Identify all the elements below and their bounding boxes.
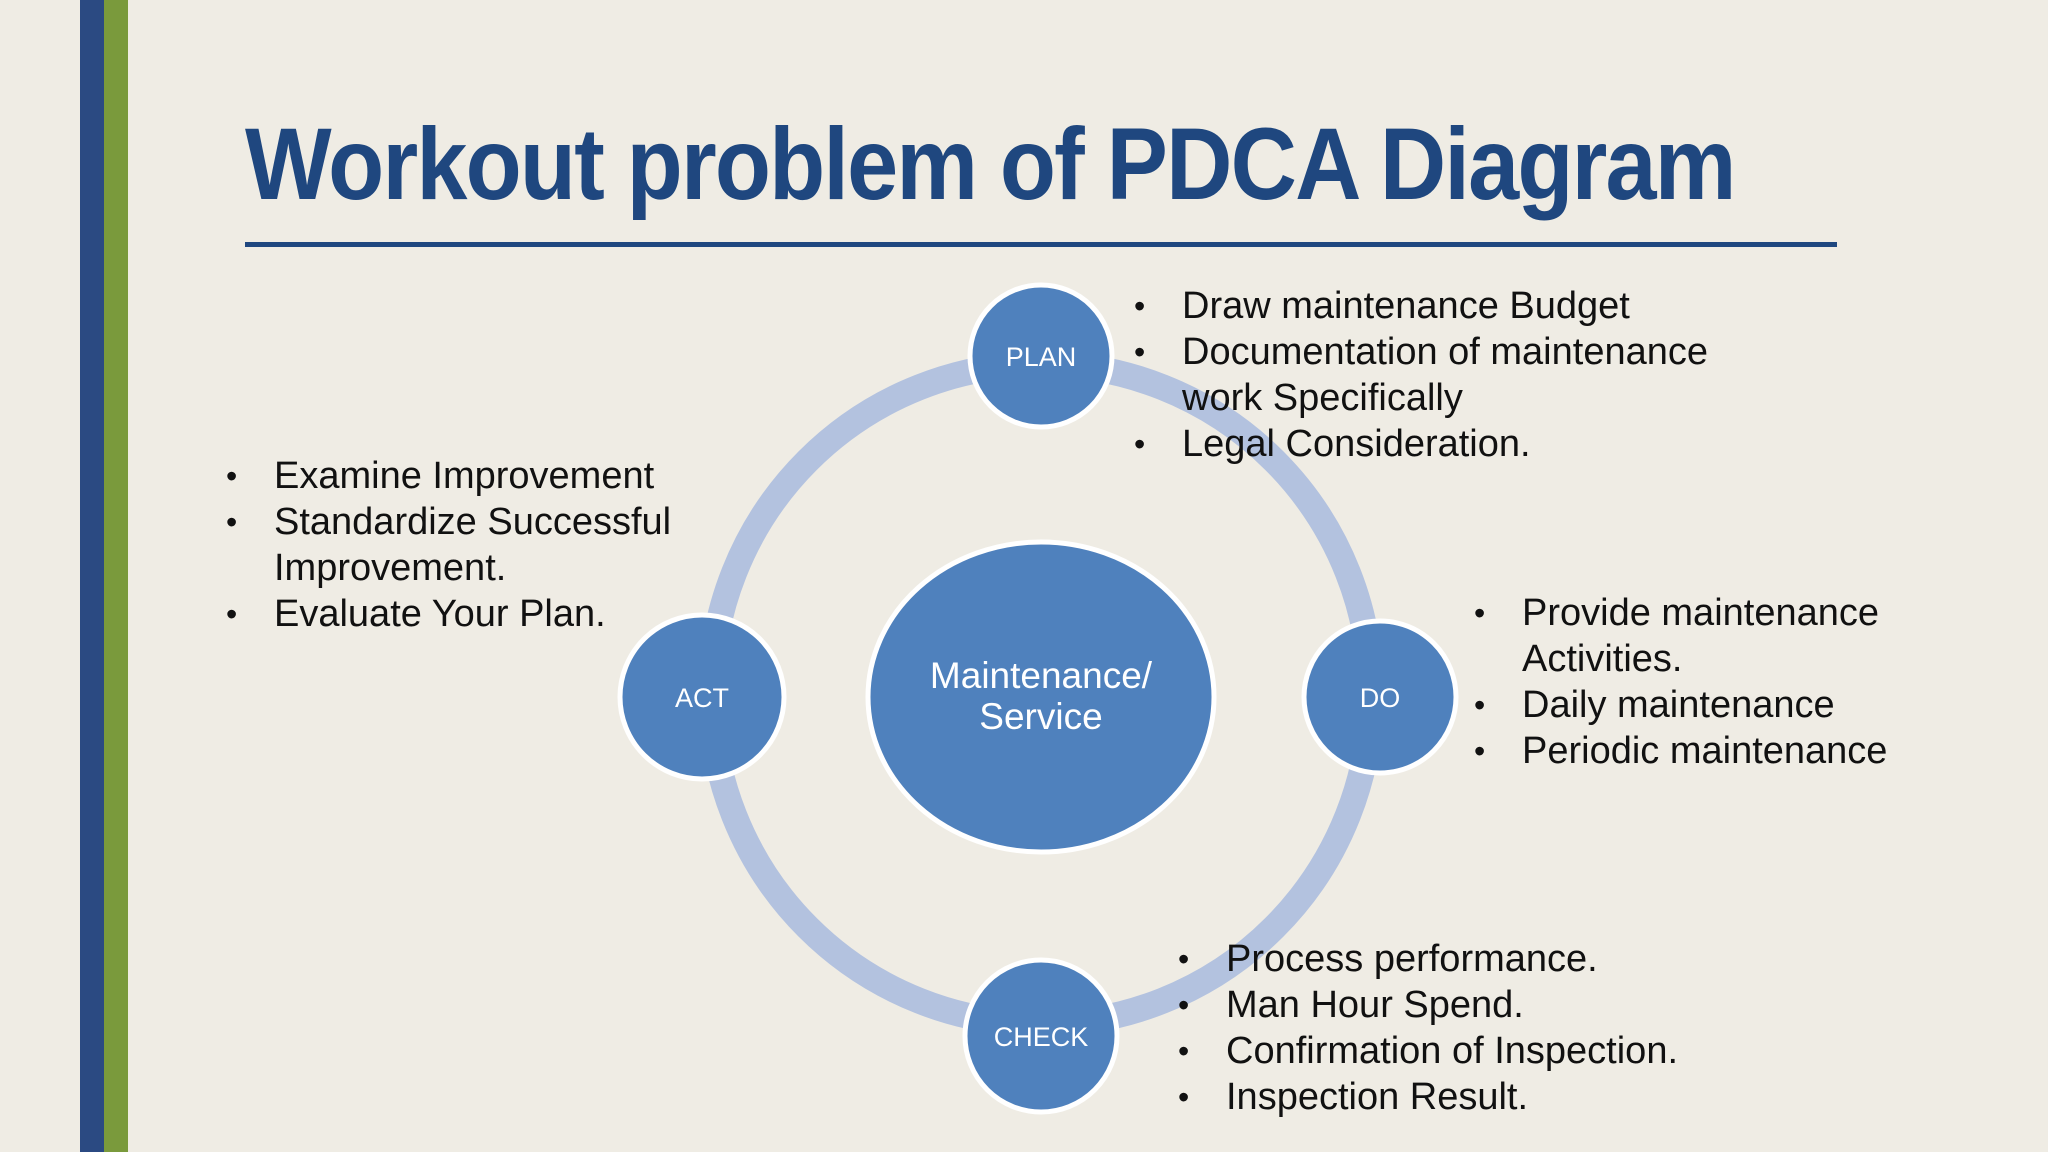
check-bullet-item: Process performance.: [1178, 936, 1798, 982]
check-node: CHECK: [962, 957, 1120, 1115]
do-bullet-item: Daily maintenance: [1474, 682, 1914, 728]
act-bullet-item: Standardize Successful Improvement.: [226, 499, 706, 591]
plan-label: PLAN: [1006, 342, 1077, 372]
check-bullet-item: Man Hour Spend.: [1178, 982, 1798, 1028]
center-label-line1: Maintenance/: [930, 655, 1153, 696]
do-bullet-list: Provide maintenance Activities. Daily ma…: [1474, 590, 1914, 774]
plan-bullet-list: Draw maintenance Budget Documentation of…: [1134, 283, 1794, 467]
act-bullet-item: Evaluate Your Plan.: [226, 591, 706, 637]
center-node: Maintenance/ Service: [865, 539, 1217, 855]
check-bullet-item: Confirmation of Inspection.: [1178, 1028, 1798, 1074]
do-node: DO: [1301, 618, 1459, 776]
check-label: CHECK: [994, 1022, 1089, 1052]
check-bullet-list: Process performance. Man Hour Spend. Con…: [1178, 936, 1798, 1120]
plan-bullet-item: Documentation of maintenance work Specif…: [1134, 329, 1794, 421]
plan-bullet-item: Draw maintenance Budget: [1134, 283, 1794, 329]
act-bullet-item: Examine Improvement: [226, 453, 706, 499]
do-bullet-item: Provide maintenance Activities.: [1474, 590, 1914, 682]
act-bullet-list: Examine Improvement Standardize Successf…: [226, 453, 706, 637]
slide-title: Workout problem of PDCA Diagram: [245, 107, 1736, 221]
plan-node: PLAN: [967, 282, 1115, 430]
do-label: DO: [1360, 683, 1401, 713]
center-label-line2: Service: [979, 696, 1102, 737]
title-underline: [245, 242, 1837, 247]
plan-bullet-item: Legal Consideration.: [1134, 421, 1794, 467]
act-node: ACT: [617, 612, 787, 782]
do-bullet-item: Periodic maintenance: [1474, 728, 1914, 774]
check-bullet-item: Inspection Result.: [1178, 1074, 1798, 1120]
act-label: ACT: [675, 683, 729, 713]
left-accent-bar-blue: [80, 0, 104, 1152]
left-accent-bar-green: [104, 0, 128, 1152]
